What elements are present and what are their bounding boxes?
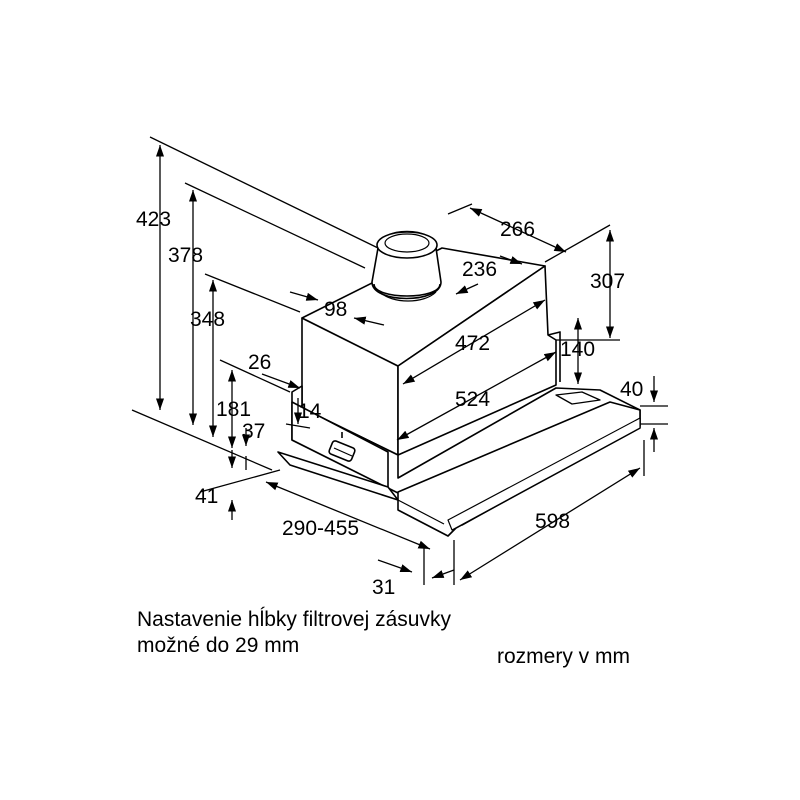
label-378: 378 [168, 244, 203, 267]
label-41: 41 [195, 485, 218, 508]
dim-266 [469, 207, 567, 253]
label-290-455: 290-455 [282, 517, 359, 540]
label-348: 348 [190, 308, 225, 331]
label-472: 472 [455, 332, 490, 355]
label-266: 266 [500, 218, 535, 241]
dimension-lines [131, 136, 668, 585]
label-14: 14 [298, 400, 322, 423]
adjustment-note: Nastavenie hĺbky filtrovej zásuvky možné… [137, 607, 451, 659]
label-524: 524 [455, 388, 490, 411]
label-181: 181 [216, 398, 251, 421]
label-98: 98 [324, 298, 347, 321]
dim-290-455 [265, 481, 431, 550]
label-598: 598 [535, 510, 570, 533]
dim-524 [396, 351, 557, 441]
adjustment-note-line2: možné do 29 mm [137, 634, 300, 657]
label-236: 236 [462, 258, 497, 281]
label-423: 423 [136, 208, 171, 231]
label-31: 31 [372, 576, 395, 599]
units-note: rozmery v mm [497, 645, 630, 668]
label-26: 26 [248, 351, 271, 374]
label-40: 40 [620, 378, 643, 401]
label-140: 140 [560, 338, 595, 361]
label-307: 307 [590, 270, 625, 293]
dimension-labels: 423 378 348 181 26 14 37 41 290-455 31 5… [136, 208, 643, 599]
adjustment-note-line1: Nastavenie hĺbky filtrovej zásuvky [137, 608, 451, 631]
dim-598 [459, 467, 641, 581]
label-37: 37 [242, 420, 265, 443]
exhaust-duct [371, 230, 442, 302]
